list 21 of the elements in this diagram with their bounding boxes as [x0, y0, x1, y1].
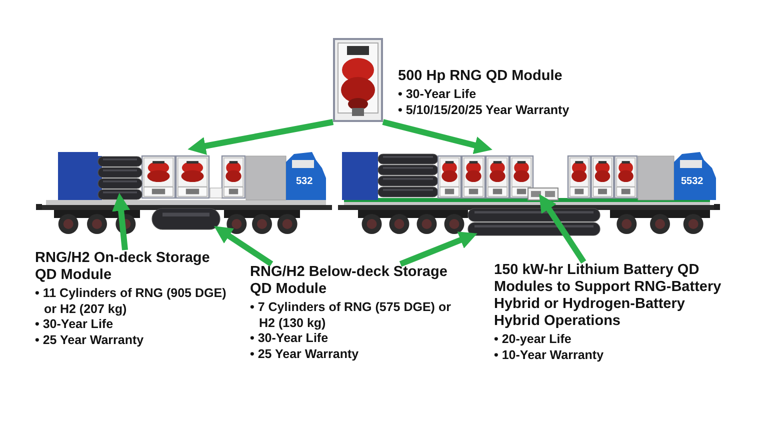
bullet-item: • 10-Year Warranty — [494, 348, 605, 363]
module-heading: 500 Hp RNG QD Module — [398, 68, 564, 85]
locomotive-number: 5532 — [681, 176, 704, 187]
bullet-item: • 30-Year Life — [35, 317, 114, 332]
bullet-item: • 7 Cylinders of RNG (575 DGE) or H2 (130 kg) — [250, 300, 452, 331]
leader-arrow — [539, 194, 586, 264]
module-heading: RNG/H2 On-deck Storage QD Module — [35, 250, 211, 284]
arrow — [188, 119, 334, 155]
bullet-item: • 30-Year Life — [398, 87, 478, 102]
bullet-item: • 25 Year Warranty — [35, 332, 145, 348]
bullet-item: • 25 Year Warranty — [250, 346, 360, 362]
leader-arrow — [214, 226, 274, 266]
bullet-item: • 5/10/15/20/25 Year Warranty — [398, 102, 570, 118]
module-heading: 150 kW-hr Lithium Battery QD Modules to Support RNG-Battery Hybrid or Hydrogen-Battery Hybrid Operations — [494, 262, 722, 330]
leader-arrow — [399, 232, 478, 267]
arrow — [382, 119, 492, 154]
locomotive-number: 532 — [296, 176, 313, 187]
module-heading: RNG/H2 Below-deck Storage QD Module — [250, 264, 448, 298]
bullet-item: • 11 Cylinders of RNG (905 DGE) or H2 (207 kg) — [35, 286, 228, 317]
bullet-item: • 20-year Life — [494, 332, 572, 348]
bullet-item: • 30-Year Life — [250, 331, 330, 346]
